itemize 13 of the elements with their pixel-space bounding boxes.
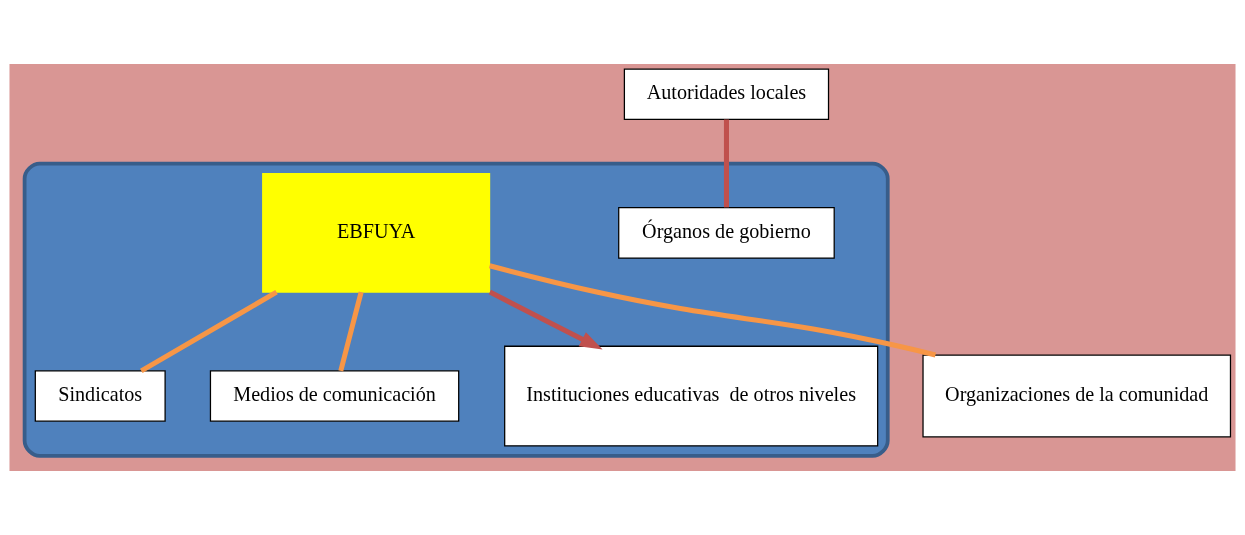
node-box: Instituciones educativas de otros niveles — [504, 345, 879, 447]
connector — [488, 263, 937, 358]
node-box: Organizaciones de la comunidad — [922, 354, 1232, 438]
cluster — [22, 161, 890, 458]
node-box: Órganos de gobierno — [618, 207, 835, 259]
arrow — [488, 289, 603, 350]
node-box: EBFUYA — [262, 173, 491, 293]
connector — [140, 289, 278, 373]
node-box: Autoridades locales — [623, 68, 830, 121]
connector — [338, 291, 364, 372]
connector — [723, 119, 729, 208]
node-box: Sindicatos — [34, 370, 166, 422]
node-box: Medios de comunicación — [209, 370, 460, 422]
